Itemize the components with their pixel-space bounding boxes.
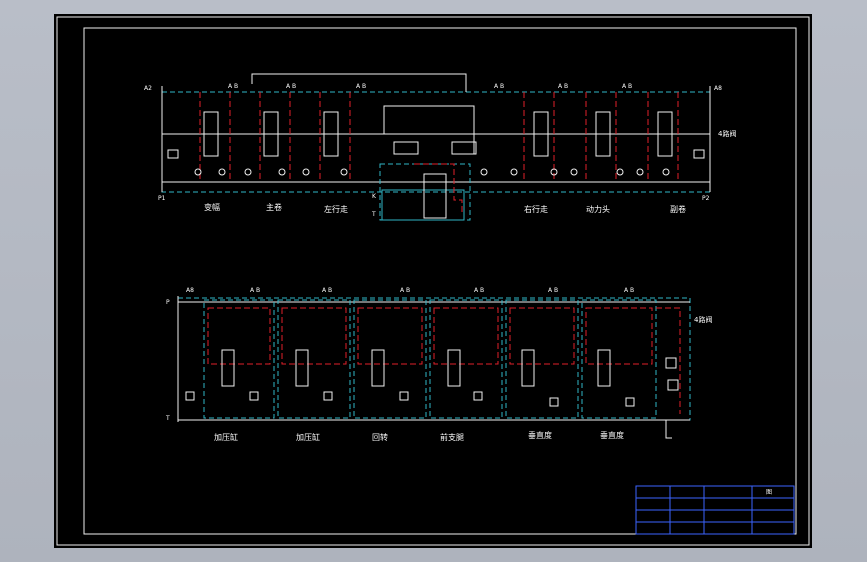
bottom-spool-4 — [447, 349, 461, 387]
bottom-spool-1 — [221, 349, 235, 387]
bottom-spool-3 — [371, 349, 385, 387]
top-port-right-top: A8 — [714, 85, 722, 92]
top-spools — [203, 111, 673, 157]
bottom-section-3: 回转 — [372, 432, 388, 442]
top-kt-box — [381, 189, 465, 221]
spool-2 — [263, 111, 279, 157]
spool-3 — [323, 111, 339, 157]
spool-6 — [657, 111, 673, 157]
top-ab-5: A B — [558, 83, 568, 90]
bottom-circuit: A8 P T 4路阀 A B A B A B A B A B A B 加压缸 加… — [165, 287, 712, 442]
bottom-p-label: P — [166, 299, 170, 306]
bottom-section-labels: 加压缸 加压缸 回转 前支腿 垂直度 垂直度 — [214, 430, 624, 442]
bottom-valve-right — [667, 379, 679, 391]
title-block-mark: 图 — [766, 489, 772, 496]
spool-4 — [533, 111, 549, 157]
bottom-t-label: T — [165, 415, 170, 422]
spool-1 — [203, 111, 219, 157]
top-section-5: 动力头 — [586, 204, 610, 214]
bottom-section-4: 前支腿 — [440, 432, 464, 442]
top-ab-3: A B — [356, 83, 366, 90]
sheet-border — [56, 16, 810, 546]
bottom-ab-4: A B — [474, 287, 484, 294]
drawing-frame — [83, 27, 797, 535]
top-section-labels: 变幅 主卷 左行走 右行走 动力头 副卷 — [204, 202, 686, 214]
bottom-ab-5: A B — [548, 287, 558, 294]
top-ab-2: A B — [286, 83, 296, 90]
top-port-left-top: A2 — [144, 85, 152, 92]
drawing-sheet: A2 P1 A8 P2 4路阀 K T A B A B A B A B A B … — [54, 14, 812, 548]
top-section-3: 左行走 — [324, 204, 348, 214]
top-shuttle-left — [393, 141, 419, 155]
spool-5 — [595, 111, 611, 157]
bottom-spool-5 — [521, 349, 535, 387]
top-port-right-bottom: P2 — [702, 195, 710, 202]
top-priority-valve — [423, 173, 447, 219]
hydraulic-schematic: A2 P1 A8 P2 4路阀 K T A B A B A B A B A B … — [56, 16, 810, 546]
bottom-group-label: 4路阀 — [694, 315, 712, 324]
bottom-section-5: 垂直度 — [528, 430, 552, 440]
bottom-ab-1: A B — [250, 287, 260, 294]
bottom-spool-6 — [597, 349, 611, 387]
bottom-spool-2 — [295, 349, 309, 387]
title-block: 图 — [635, 485, 795, 535]
top-ab-1: A B — [228, 83, 238, 90]
bottom-section-6: 垂直度 — [600, 430, 624, 440]
bottom-section-2: 加压缸 — [296, 432, 320, 442]
top-ab-6: A B — [622, 83, 632, 90]
top-check-right — [693, 149, 705, 159]
top-ab-4: A B — [494, 83, 504, 90]
bottom-filter — [665, 357, 677, 369]
bottom-ab-2: A B — [322, 287, 332, 294]
bottom-ab-6: A B — [624, 287, 634, 294]
bottom-section-1: 加压缸 — [214, 432, 238, 442]
top-group-label: 4路阀 — [718, 129, 736, 138]
bottom-ab-3: A B — [400, 287, 410, 294]
top-section-1: 变幅 — [204, 202, 220, 212]
top-port-left-bottom: P1 — [158, 195, 166, 202]
bottom-spools — [185, 349, 679, 407]
top-ab-labels: A B A B A B A B A B A B — [228, 83, 632, 90]
top-check-left — [167, 149, 179, 159]
top-section-6: 副卷 — [670, 204, 686, 214]
bottom-port-left: A8 — [186, 287, 194, 294]
top-k-label: K — [372, 193, 377, 200]
top-circuit: A2 P1 A8 P2 4路阀 K T A B A B A B A B A B … — [144, 73, 736, 221]
top-section-4: 右行走 — [524, 204, 548, 214]
top-main-frame — [161, 91, 711, 193]
top-section-2: 主卷 — [266, 202, 282, 212]
bottom-ab-labels: A B A B A B A B A B A B — [250, 287, 634, 294]
top-shuttle-right — [451, 141, 477, 155]
top-t-label: T — [371, 211, 376, 218]
